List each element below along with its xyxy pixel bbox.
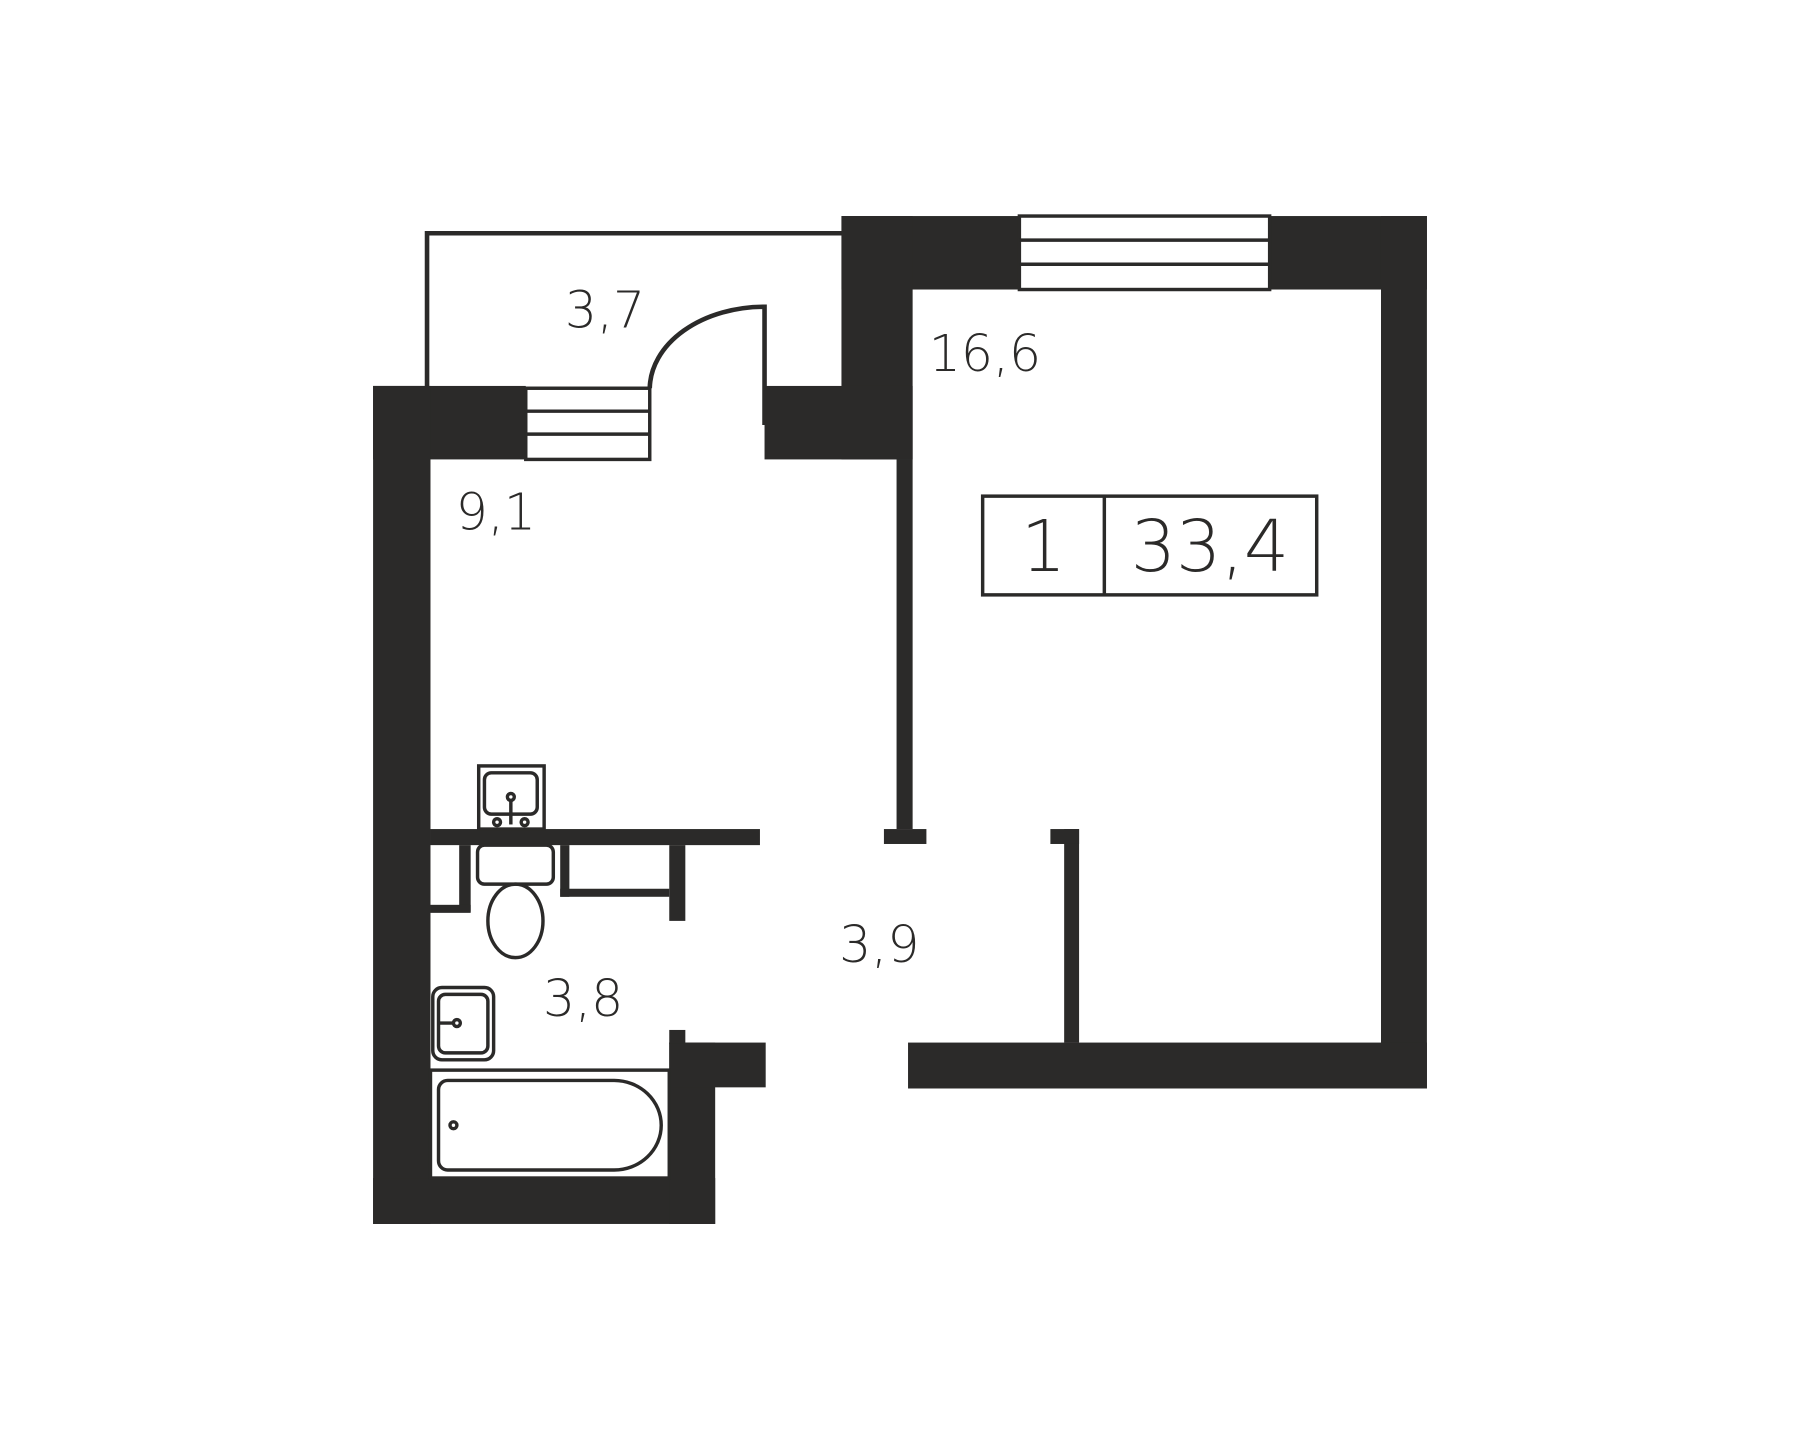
kitchen-area-label: 9,1 — [456, 482, 536, 541]
balcony-door[interactable] — [647, 304, 767, 425]
window-living-room — [1017, 214, 1272, 292]
bathroom-sink-icon — [431, 985, 496, 1062]
window-kitchen — [524, 386, 652, 462]
hallway-area-label: 3,9 — [839, 915, 919, 974]
room-count: 1 — [1021, 505, 1066, 588]
balcony — [424, 230, 844, 389]
summary-box: 1 33,4 — [980, 494, 1319, 597]
bathroom-area-label: 3,8 — [543, 969, 623, 1028]
living-room-area-label: 16,6 — [929, 324, 1041, 383]
walls — [373, 216, 1427, 1224]
toilet-icon — [475, 843, 556, 960]
total-area: 33,4 — [1131, 505, 1289, 588]
kitchen-sink-icon — [476, 764, 546, 831]
balcony-area-label: 3,7 — [565, 280, 645, 339]
bathtub-icon — [428, 1068, 671, 1180]
